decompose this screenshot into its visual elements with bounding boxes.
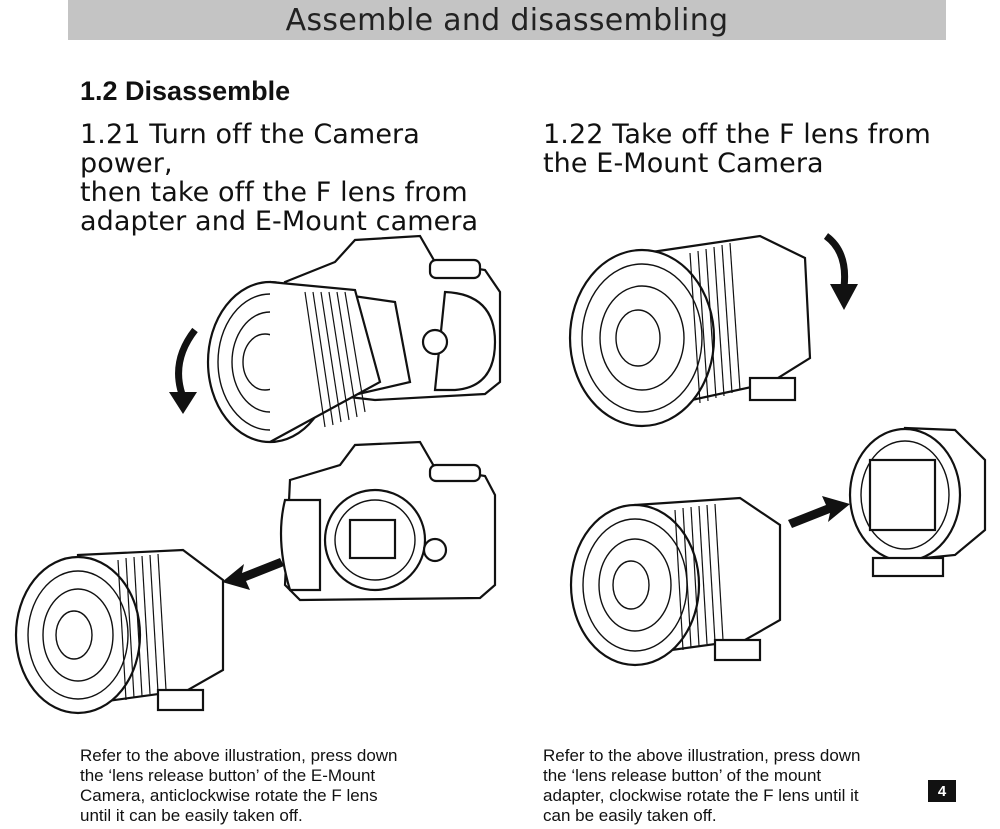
camera-with-lens-illustration	[169, 234, 502, 444]
arrow-right-icon	[788, 496, 850, 528]
focus-ring-grip	[689, 242, 741, 404]
focus-ring-grip	[304, 291, 366, 428]
page-title: Assemble and disassembling	[285, 2, 729, 38]
focus-ring-grip	[674, 503, 724, 651]
detached-lens-illustration-right	[569, 496, 782, 667]
detached-lens-illustration-left	[14, 548, 225, 715]
mount-adapter-illustration	[848, 426, 987, 578]
rotate-anticlockwise-arrow-icon	[175, 327, 198, 399]
rotate-clockwise-arrow-icon	[823, 233, 858, 310]
caption-left: Refer to the above illustration, press d…	[80, 746, 398, 825]
lens-with-adapter-illustration	[568, 234, 812, 428]
caption-right: Refer to the above illustration, press d…	[543, 746, 861, 825]
arrow-left-icon	[222, 558, 284, 590]
step-1-21-text: 1.21 Turn off the Camera power, then tak…	[80, 119, 479, 237]
camera-body-illustration	[279, 440, 497, 602]
page-number-badge: 4	[928, 780, 956, 802]
header-bar: Assemble and disassembling	[68, 0, 946, 40]
section-title: 1.2 Disassemble	[80, 76, 291, 106]
step-1-22-text: 1.22 Take off the F lens from the E-Moun…	[543, 119, 931, 179]
focus-ring-grip	[117, 553, 167, 701]
